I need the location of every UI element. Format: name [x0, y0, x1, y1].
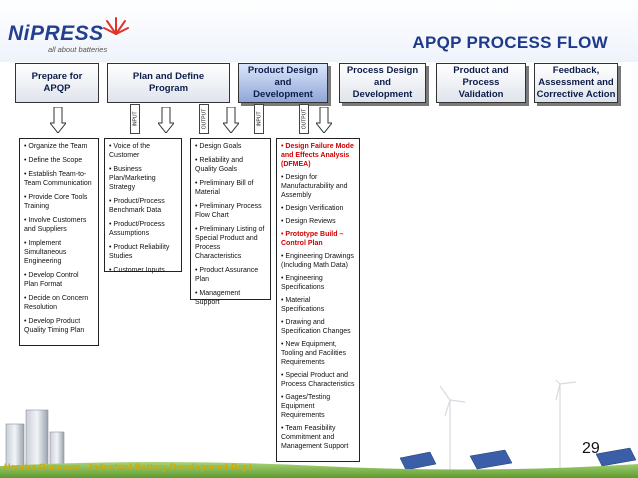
output-tab-label: OUTPUT — [301, 108, 307, 130]
footer-credit: Hendra Gunawan - Industrial Battery Deve… — [4, 462, 255, 472]
list-item: • Voice of the Customer — [109, 143, 150, 159]
list-item: • Customer Inputs — [109, 267, 165, 274]
list-item: • Team Feasibility Commitment and Manage… — [281, 425, 349, 450]
arrow-down-icon — [316, 107, 332, 133]
phase-label: Process Design and Development — [346, 65, 419, 100]
page-number: 29 — [582, 440, 600, 457]
list-item: • Product Assurance Plan — [195, 267, 259, 283]
prepare-activities-list: • Organize the Team • Define the Scope •… — [19, 138, 99, 346]
output-tab: OUTPUT — [199, 104, 209, 134]
phase-label: Product and Process Validation — [453, 65, 509, 100]
list-item: • Engineering Drawings (Including Math D… — [281, 253, 354, 269]
slide-title: APQP PROCESS FLOW — [412, 33, 608, 52]
phase-label: Product Design and Development — [247, 65, 319, 100]
list-item: • Design Verification — [281, 205, 344, 212]
list-item: • Organize the Team — [24, 143, 88, 150]
arrow-down-icon — [50, 107, 66, 133]
input-tab: INPUT — [130, 104, 140, 134]
phase-process-design: Process Design and Development — [339, 63, 426, 103]
output-tab: OUTPUT — [299, 104, 309, 134]
arrow-down-icon — [158, 107, 174, 133]
plan-outputs-list: • Design Goals • Reliability and Quality… — [190, 138, 271, 306]
company-logo: NiPRESS all about batteries — [8, 14, 129, 54]
logo-tagline: all about batteries — [48, 45, 108, 54]
list-item: • Preliminary Listing of Special Product… — [195, 226, 265, 260]
list-item: • Drawing and Specification Changes — [281, 319, 351, 335]
input-tab: INPUT — [254, 104, 264, 134]
list-item: • Design Reviews — [281, 218, 336, 225]
logo-burst-icon — [103, 17, 129, 35]
list-item: • Reliability and Quality Goals — [195, 157, 243, 173]
plan-inputs-list: • Voice of the Customer • Business Plan/… — [104, 138, 182, 274]
phase-plan-define: Plan and Define Program — [107, 63, 230, 103]
list-item: • Design for Manufacturability and Assem… — [281, 174, 348, 199]
phase-label: Prepare for APQP — [31, 71, 83, 94]
list-item: • Gages/Testing Equipment Requirements — [281, 394, 331, 419]
list-item: • Develop Control Plan Format — [24, 272, 79, 288]
list-item: • Involve Customers and Suppliers — [24, 217, 87, 233]
list-item: • Define the Scope — [24, 157, 83, 164]
list-item: • Establish Team-to-Team Communication — [24, 171, 92, 187]
list-item: • Develop Product Quality Timing Plan — [24, 318, 85, 334]
list-item: • Special Product and Process Characteri… — [281, 372, 355, 388]
list-item: • Design Goals — [195, 143, 242, 150]
phase-prepare-apqp: Prepare for APQP — [15, 63, 99, 103]
phase-feedback: Feedback, Assessment and Corrective Acti… — [534, 63, 618, 103]
list-item: • Preliminary Bill of Material — [195, 180, 254, 196]
list-item: • Product/Process Benchmark Data — [109, 198, 165, 214]
input-tab-label: INPUT — [256, 111, 262, 127]
list-item: • Engineering Specifications — [281, 275, 325, 291]
arrow-down-icon — [223, 107, 239, 133]
list-item: • Product Reliability Studies — [109, 244, 170, 260]
list-item: • Implement Simultaneous Engineering — [24, 240, 67, 265]
phase-label: Feedback, Assessment and Corrective Acti… — [536, 65, 616, 100]
logo-text: NiPRESS — [8, 22, 104, 45]
list-item: • Decide on Concern Resolution — [24, 295, 89, 311]
phase-validation: Product and Process Validation — [436, 63, 526, 103]
list-item: • Material Specifications — [281, 297, 325, 313]
list-item: • Preliminary Process Flow Chart — [195, 203, 262, 219]
phase-product-design: Product Design and Development — [238, 63, 328, 103]
design-outputs-list: • Design Failure Mode and Effects Analys… — [276, 138, 360, 462]
list-item: • Product/Process Assumptions — [109, 221, 165, 237]
list-item: • Management Support — [195, 290, 241, 306]
list-item: • New Equipment, Tooling and Facilities … — [281, 341, 346, 366]
list-item: • Prototype Build – Control Plan — [281, 231, 344, 247]
list-item: • Business Plan/Marketing Strategy — [109, 166, 156, 191]
input-tab-label: INPUT — [132, 111, 138, 127]
list-item: • Design Failure Mode and Effects Analys… — [281, 143, 354, 168]
output-tab-label: OUTPUT — [201, 108, 207, 130]
phase-label: Plan and Define Program — [132, 71, 205, 94]
list-item: • Provide Core Tools Training — [24, 194, 88, 210]
header-band — [0, 0, 638, 62]
